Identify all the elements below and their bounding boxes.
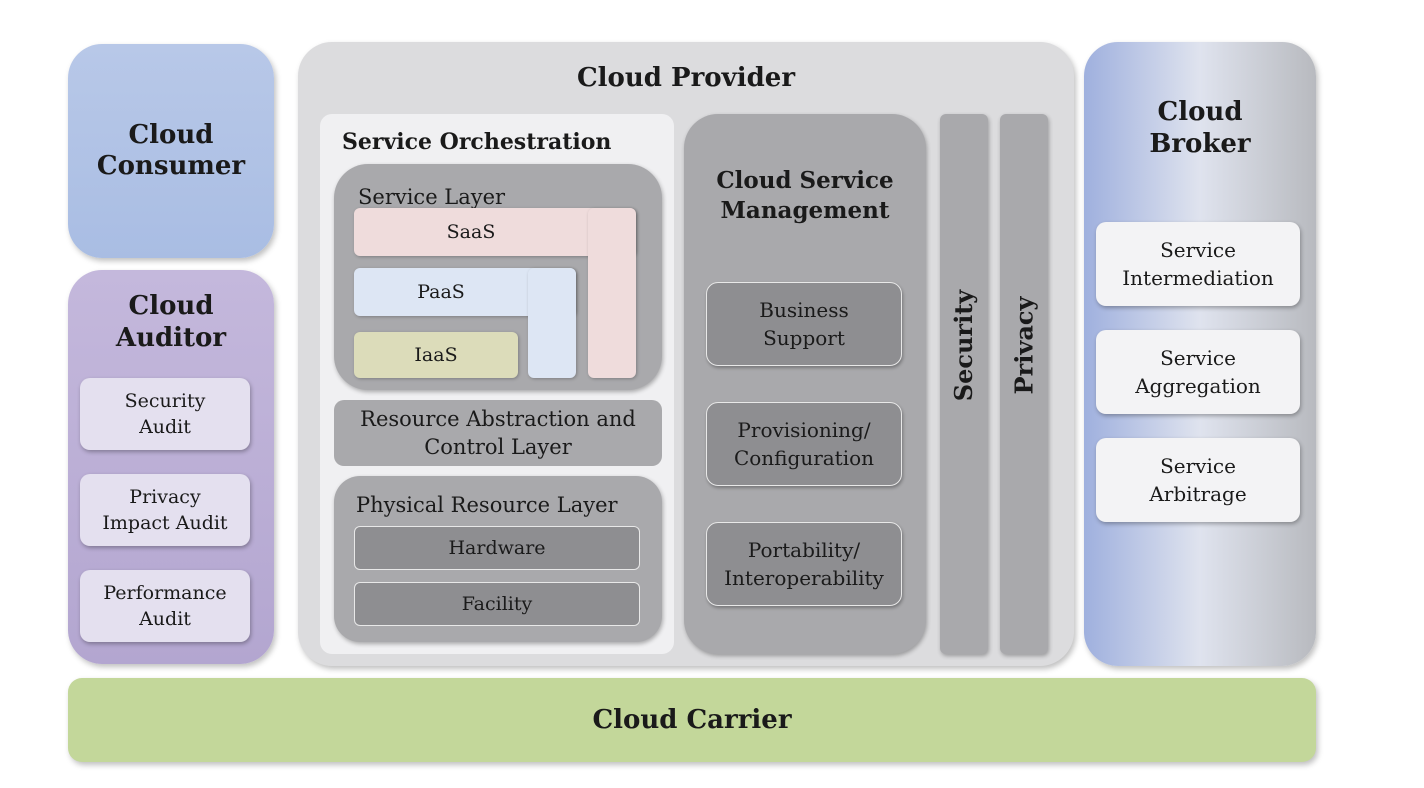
paas-column: [528, 268, 576, 378]
security-bar: Security: [940, 114, 988, 654]
cloud-service-management-box: Cloud Service Management Business Suppor…: [684, 114, 926, 654]
physical-resource-layer-label: Physical Resource Layer: [356, 493, 618, 517]
privacy-bar: Privacy: [1000, 114, 1048, 654]
privacy-label: Privacy: [1009, 296, 1039, 394]
cloud-provider-box: Cloud Provider Service Orchestration Ser…: [298, 42, 1074, 666]
security-label: Security: [949, 289, 979, 401]
saas-shape: SaaS: [354, 208, 636, 378]
portability-interoperability-box: Portability/ Interoperability: [706, 522, 902, 606]
cloud-auditor-box: Cloud Auditor Security Audit Privacy Imp…: [68, 270, 274, 664]
service-layer-label: Service Layer: [358, 185, 506, 209]
service-aggregation-box: Service Aggregation: [1096, 330, 1300, 414]
cloud-broker-box: Cloud Broker Service Intermediation Serv…: [1084, 42, 1316, 666]
resource-abstraction-layer-box: Resource Abstraction and Control Layer: [334, 400, 662, 466]
cloud-broker-title: Cloud Broker: [1149, 97, 1251, 159]
paas-label: PaaS: [417, 281, 465, 303]
saas-column: [588, 208, 636, 378]
cloud-auditor-title: Cloud Auditor: [115, 291, 227, 353]
service-intermediation-box: Service Intermediation: [1096, 222, 1300, 306]
cloud-consumer-box: Cloud Consumer: [68, 44, 274, 258]
cloud-service-management-title: Cloud Service Management: [716, 167, 894, 224]
saas-label: SaaS: [446, 221, 496, 243]
facility-box: Facility: [354, 582, 640, 626]
iaas-box: IaaS: [354, 332, 518, 378]
hardware-box: Hardware: [354, 526, 640, 570]
service-layer-box: Service Layer SaaS PaaS IaaS: [334, 164, 662, 390]
performance-audit-box: Performance Audit: [80, 570, 250, 642]
cloud-carrier-bar: Cloud Carrier: [68, 678, 1316, 762]
physical-resource-layer-box: Physical Resource Layer Hardware Facilit…: [334, 476, 662, 642]
privacy-impact-audit-box: Privacy Impact Audit: [80, 474, 250, 546]
cloud-provider-title: Cloud Provider: [576, 63, 796, 93]
security-audit-box: Security Audit: [80, 378, 250, 450]
service-orchestration-title: Service Orchestration: [342, 129, 612, 155]
service-arbitrage-box: Service Arbitrage: [1096, 438, 1300, 522]
business-support-box: Business Support: [706, 282, 902, 366]
service-orchestration-box: Service Orchestration Service Layer SaaS…: [320, 114, 674, 654]
provisioning-configuration-box: Provisioning/ Configuration: [706, 402, 902, 486]
